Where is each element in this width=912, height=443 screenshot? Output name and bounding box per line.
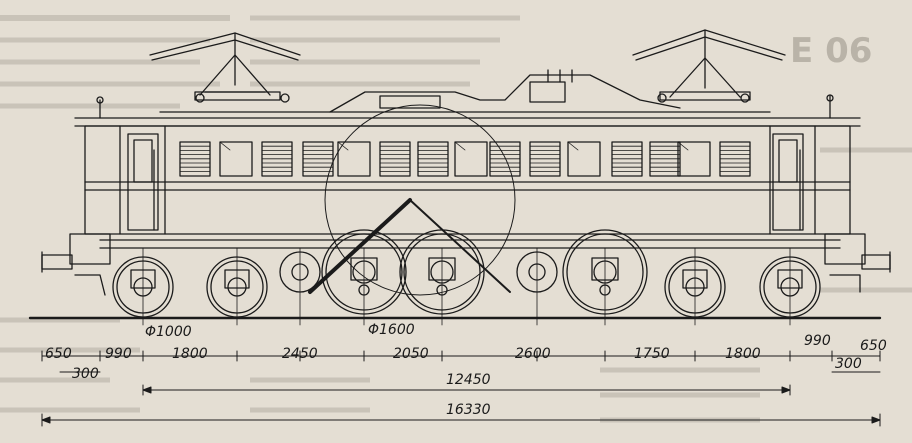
- drive-rod-2: [409, 199, 511, 293]
- overall-length-label: 16330: [446, 402, 491, 418]
- offset-left-label: 300: [72, 366, 99, 382]
- car-body: [74, 111, 861, 235]
- side-window: [219, 141, 253, 177]
- louver-panel: [417, 141, 449, 177]
- dimension-segment-label: 2050: [393, 346, 429, 362]
- louver-panel: [302, 141, 334, 177]
- cab-door-right: [772, 133, 804, 231]
- pantograph-left: [149, 32, 301, 103]
- dimension-segment-label: 1800: [172, 346, 208, 362]
- side-window: [567, 141, 601, 177]
- louver-panel: [261, 141, 293, 177]
- wheelbase-label: 12450: [446, 372, 491, 388]
- louver-panel: [529, 141, 561, 177]
- dimension-segment-label: 1750: [634, 346, 670, 362]
- dimension-segment-label: 990: [804, 333, 831, 349]
- dimension-segment-label: 2450: [282, 346, 318, 362]
- dimension-segment-label: 650: [860, 338, 887, 354]
- side-window: [677, 141, 711, 177]
- louver-panel: [719, 141, 751, 177]
- wheel-diameter-large: Φ1600: [368, 322, 415, 338]
- dimension-segment-label: 2600: [515, 346, 551, 362]
- pantograph-right: [632, 29, 786, 103]
- louver-panel: [179, 141, 211, 177]
- side-window: [337, 141, 371, 177]
- louver-panel: [379, 141, 411, 177]
- side-window: [454, 141, 488, 177]
- louver-panel: [489, 141, 521, 177]
- cab-door-left: [127, 133, 159, 231]
- class-label-ghost: E 06: [790, 31, 872, 71]
- dimension-lines: [41, 350, 881, 427]
- wheel-diameter-small: Φ1000: [145, 324, 192, 340]
- louver-panel: [649, 141, 681, 177]
- drive-rod: [308, 198, 412, 294]
- dimension-segment-label: 990: [105, 346, 132, 362]
- buffer-right: [824, 233, 891, 293]
- dimension-segment-label: 1800: [725, 346, 761, 362]
- side-louvers: [179, 141, 751, 177]
- offset-right-label: 300: [835, 356, 862, 372]
- reference-lines: [142, 247, 791, 326]
- dimension-segment-label: 650: [45, 346, 72, 362]
- buffer-left: [41, 233, 111, 296]
- louver-panel: [611, 141, 643, 177]
- wheelset-group: [112, 229, 821, 318]
- motor-gear-outline: [324, 104, 516, 296]
- roof-equipment: [96, 69, 834, 119]
